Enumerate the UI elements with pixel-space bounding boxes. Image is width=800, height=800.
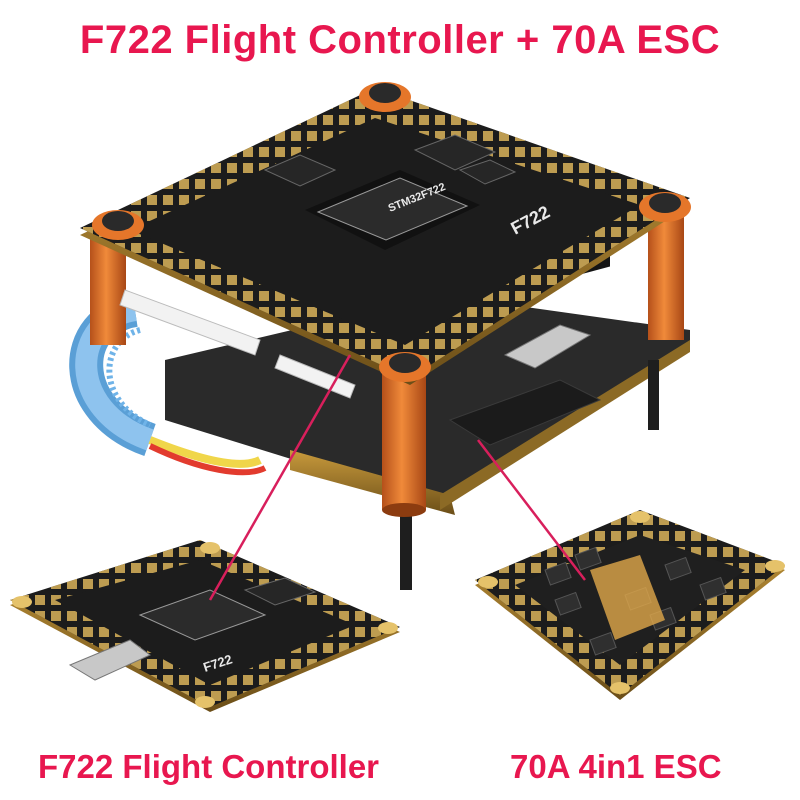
caption-flight-controller: F722 Flight Controller: [38, 748, 380, 785]
small-flight-controller: F722: [10, 540, 400, 712]
caption-esc: 70A 4in1 ESC: [510, 748, 722, 785]
flight-controller-board: STM32F722 F722: [80, 88, 690, 399]
stack-assembly: STM32F722 F722: [69, 82, 691, 590]
main-title: F722 Flight Controller + 70A ESC: [79, 18, 721, 62]
pointer-lines: [208, 354, 586, 601]
bottom-screws: [400, 360, 659, 590]
top-screws: [92, 82, 691, 382]
orange-standoffs: [90, 210, 684, 517]
small-4in1-esc: [475, 510, 785, 700]
